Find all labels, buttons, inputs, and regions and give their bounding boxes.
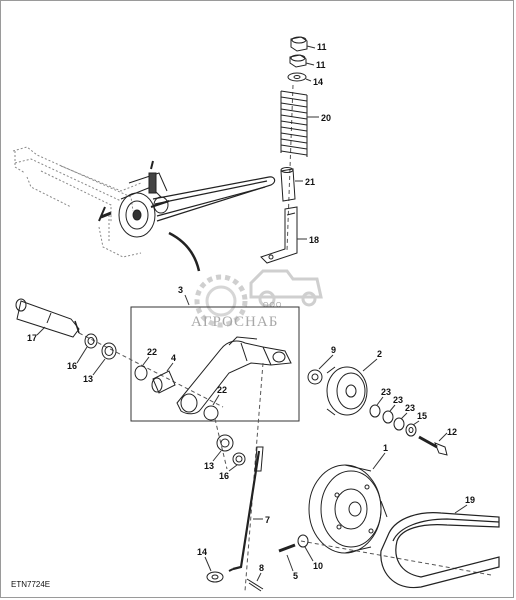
watermark-top-text: ООО: [263, 302, 282, 309]
reference-code: ETN7724E: [11, 580, 50, 589]
callout-13-left: 13: [83, 374, 93, 384]
callout-13-lower: 13: [204, 461, 214, 471]
spacers-23-15: [369, 404, 417, 437]
cotter-pin-8: [246, 578, 264, 592]
callout-11-second: 11: [316, 60, 326, 70]
callout-4: 4: [171, 353, 176, 363]
callout-23-c: 23: [405, 403, 415, 413]
guide-rod: [168, 231, 201, 272]
washer-14-lower: [206, 571, 224, 583]
callout-14-top: 14: [313, 77, 323, 87]
tractor-frame-context: [12, 146, 142, 258]
callout-12: 12: [447, 427, 457, 437]
callout-10: 10: [313, 561, 323, 571]
callout-20: 20: [321, 113, 331, 123]
pin-axis-line: [78, 332, 224, 408]
watermark-brand-text: АГРОСНАБ: [191, 314, 278, 330]
callout-11-top: 11: [317, 42, 327, 52]
idler-arm: [176, 336, 292, 415]
bolt-12: [418, 435, 448, 456]
washers-left: [84, 333, 117, 360]
washer-22-lower: [203, 405, 219, 421]
callout-19: 19: [465, 495, 475, 505]
callout-2: 2: [377, 349, 382, 359]
spring-stack: [260, 36, 308, 264]
callout-1: 1: [383, 443, 388, 453]
callout-16-left: 16: [67, 361, 77, 371]
washers-lower: [216, 434, 246, 466]
drive-belt: [152, 176, 276, 222]
callout-7: 7: [265, 515, 270, 525]
callout-5: 5: [293, 571, 298, 581]
drive-pulley-1: [308, 464, 388, 554]
tension-rod-7: [228, 446, 264, 572]
drive-pulley-assembly: [98, 160, 170, 238]
callout-8: 8: [259, 563, 264, 573]
lower-axis-line: [214, 418, 228, 470]
idler-pulley-2: [307, 366, 368, 416]
callout-22-upper: 22: [147, 347, 157, 357]
callout-3: 3: [178, 285, 183, 295]
washer-14-lower-hole: [211, 574, 219, 580]
pin-17: [15, 298, 80, 338]
bushing-4: [151, 370, 176, 394]
callout-23-a: 23: [381, 387, 391, 397]
watermark-logo: ООО АГРОСНАБ: [191, 269, 323, 330]
callout-16-lower: 16: [219, 471, 229, 481]
washer-22-upper: [134, 365, 148, 381]
callout-23-b: 23: [393, 395, 403, 405]
belt-19: [380, 512, 500, 589]
callout-17: 17: [27, 333, 37, 343]
callout-21: 21: [305, 177, 315, 187]
callout-9: 9: [331, 345, 336, 355]
bolt-5-washer-10: [278, 534, 309, 553]
callout-15: 15: [417, 411, 427, 421]
spring-20: [280, 90, 308, 157]
callout-labels: 11 11 14 20 21 18 3 17 16 13 22 4 22 9 2…: [27, 42, 475, 582]
callout-18: 18: [309, 235, 319, 245]
callout-22-lower: 22: [217, 385, 227, 395]
callout-14-lower: 14: [197, 547, 207, 557]
idler-arm-group-box: [130, 306, 300, 422]
